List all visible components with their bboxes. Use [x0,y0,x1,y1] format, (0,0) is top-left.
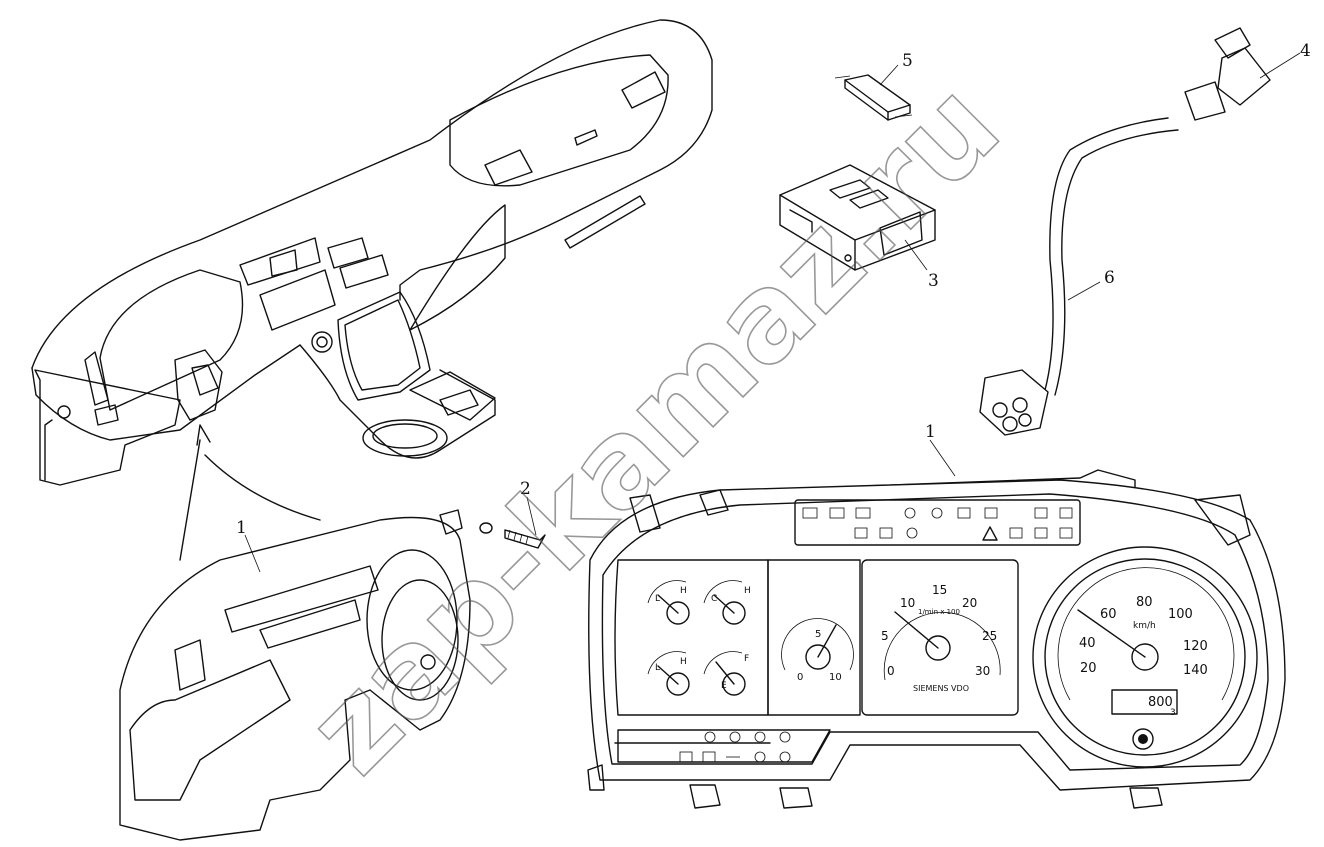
speed-tick-80: 80 [1136,595,1153,610]
gauge2-low: C [711,594,717,604]
gauge1-high: H [680,586,687,596]
volt-mid: 5 [815,629,821,640]
gauge4-low: E [721,681,727,691]
callout-2: 2 [520,479,531,499]
speed-unit: km/h [1133,621,1156,631]
install-arrow-head [196,424,211,446]
screw-part [479,522,546,549]
speed-sensor-cable [979,27,1271,436]
callout-3: 3 [928,271,939,291]
tach-tick-25: 25 [982,629,997,643]
trip-value: 3 [1170,708,1176,718]
gauge-labels: L H C H L H E F 0 5 10 0 5 10 15 20 25 3… [655,583,1208,718]
odometer-value: 800 [1148,695,1173,710]
speed-tick-20: 20 [1080,661,1097,676]
install-arrow-curve [204,454,321,521]
volt-max: 10 [829,672,842,683]
tach-tick-5: 5 [881,629,889,643]
gauge1-low: L [655,594,660,604]
callout-6: 6 [1104,268,1115,288]
tach-tick-20: 20 [962,596,977,610]
instrument-cluster-rear [119,509,471,841]
tach-tick-30: 30 [975,664,990,678]
tach-tick-0: 0 [887,664,895,678]
speed-tick-60: 60 [1100,607,1117,622]
telltale-icons [679,507,1073,763]
callout-5: 5 [902,51,913,71]
tach-unit: 1/min x 100 [918,608,960,616]
leader-lines [244,52,1301,573]
volt-min: 0 [797,672,803,683]
dashboard-assembly [31,19,713,486]
gauge3-high: H [680,657,687,667]
brand-label: SIEMENS VDO [913,684,969,693]
speed-tick-120: 120 [1183,639,1208,654]
tach-tick-10: 10 [900,596,915,610]
control-unit [779,164,936,271]
gauge4-high: F [744,654,749,664]
callout-1-small: 1 [236,518,247,538]
relay-part [834,74,913,121]
install-arrow-line [179,439,201,561]
instrument-cluster-front [587,469,1286,809]
gauge2-high: H [744,586,751,596]
speed-tick-140: 140 [1183,663,1208,678]
speed-tick-100: 100 [1168,607,1193,622]
callout-1-large: 1 [925,422,936,442]
tach-tick-15: 15 [932,583,947,597]
callout-4: 4 [1300,41,1311,61]
gauge3-low: L [655,663,660,673]
speed-tick-40: 40 [1079,636,1096,651]
